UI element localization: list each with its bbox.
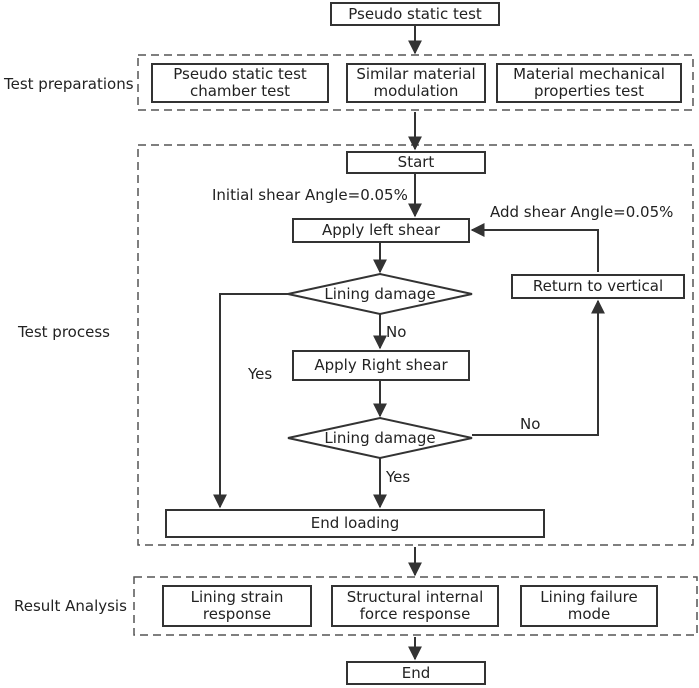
arrow-damage-1-yes: [213, 293, 288, 509]
end-loading-box: End loading: [165, 509, 545, 538]
structural-internal-box: Structural internal force response: [331, 585, 499, 627]
add-shear-label: Add shear Angle=0.05%: [490, 203, 674, 221]
start-text: Start: [397, 153, 435, 171]
similar-material-box: Similar material modulation: [346, 63, 486, 103]
test-process-label: Test process: [18, 323, 110, 341]
lining-damage-1-text: Lining damage: [324, 285, 436, 303]
return-to-vertical-text: Return to vertical: [532, 277, 664, 295]
apply-left-shear-box: Apply left shear: [292, 218, 470, 243]
apply-right-shear-text: Apply Right shear: [314, 356, 448, 374]
end-loading-text: End loading: [310, 514, 400, 532]
material-mechanical-box: Material mechanical properties test: [496, 63, 682, 103]
lining-strain-box: Lining strain response: [162, 585, 312, 627]
pseudo-static-test-box: Pseudo static test: [330, 2, 500, 26]
return-to-vertical-box: Return to vertical: [511, 274, 685, 299]
lining-failure-box: Lining failure mode: [520, 585, 658, 627]
result-analysis-frame: [133, 576, 698, 636]
apply-right-shear-box: Apply Right shear: [292, 350, 470, 381]
yes-label-2: Yes: [386, 468, 411, 486]
yes-label-1: Yes: [248, 365, 273, 383]
similar-material-text: Similar material modulation: [356, 65, 476, 100]
pseudo-static-test-text: Pseudo static test: [348, 4, 482, 23]
lining-strain-text: Lining strain response: [190, 588, 284, 623]
arrow-damage-2-no: [472, 299, 605, 436]
arrow-return-to-left-shear: [470, 223, 599, 272]
test-preparations-label: Test preparations: [4, 75, 134, 93]
start-box: Start: [346, 151, 486, 174]
test-preparations-frame: [137, 54, 694, 111]
result-analysis-label: Result Analysis: [14, 597, 127, 615]
no-label-2: No: [520, 415, 541, 433]
apply-left-shear-text: Apply left shear: [321, 221, 441, 239]
material-mechanical-text: Material mechanical properties test: [513, 65, 665, 100]
end-box: End: [346, 661, 486, 685]
structural-internal-text: Structural internal force response: [346, 588, 484, 623]
initial-shear-label: Initial shear Angle=0.05%: [212, 186, 408, 204]
lining-damage-2-text: Lining damage: [324, 429, 436, 447]
chamber-test-text: Pseudo static test chamber test: [173, 65, 307, 100]
end-text: End: [401, 663, 431, 682]
no-label-1: No: [386, 323, 407, 341]
lining-failure-text: Lining failure mode: [540, 588, 638, 623]
chamber-test-box: Pseudo static test chamber test: [151, 63, 329, 103]
